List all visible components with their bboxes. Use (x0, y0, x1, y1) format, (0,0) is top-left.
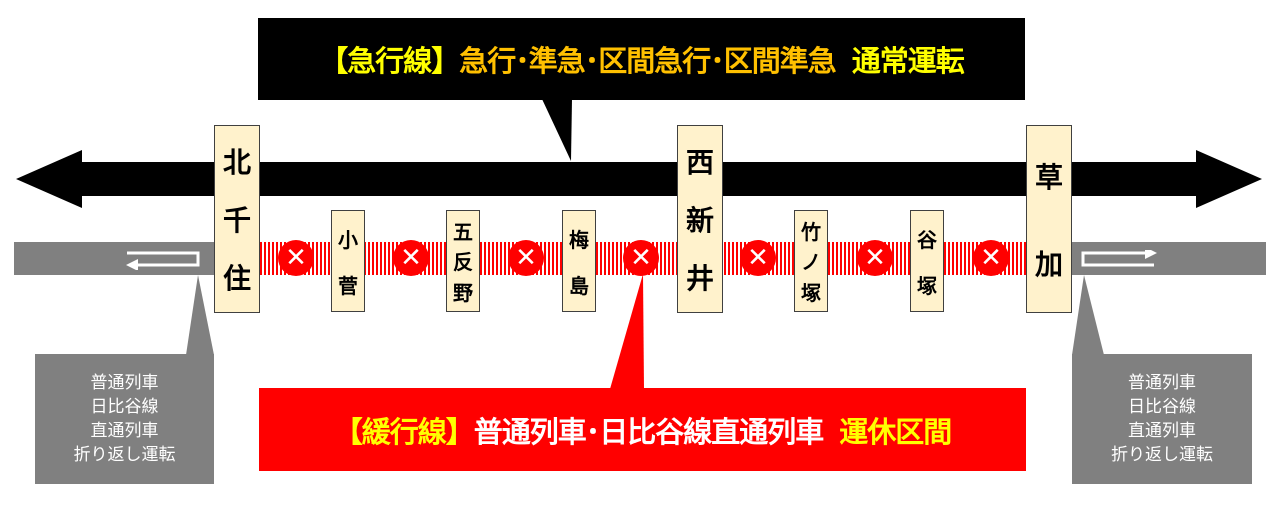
station-gotanno: 五 反 野 (446, 210, 480, 312)
station-yatsuka: 谷 塚 (910, 210, 944, 312)
express-line-label: 【急行線】 (319, 44, 460, 78)
station-soka: 草 加 (1026, 125, 1072, 313)
left-note-pointer (186, 275, 214, 355)
right-turnback-arrow-icon (1081, 250, 1157, 267)
left-turnback-segment (14, 242, 214, 275)
left-turnback-arrow-icon (126, 251, 200, 270)
station-umejima: 梅 島 (562, 210, 596, 312)
x-circle-icon: ✕ (393, 240, 429, 276)
station-kitasenju: 北 千 住 (214, 125, 260, 313)
right-note-pointer (1072, 275, 1104, 355)
local-line-callout: 【緩行線】 普通列車･日比谷線直通列車 運休区間 (259, 388, 1026, 471)
express-line-arrow (16, 150, 1262, 208)
express-callout-pointer (542, 99, 572, 161)
express-services: 急行･準急･区間急行･区間準急 (459, 44, 837, 78)
express-status: 通常運転 (851, 44, 965, 78)
express-line-callout: 【急行線】 急行･準急･区間急行･区間準急 通常運転 (258, 18, 1025, 100)
right-turnback-note: 普通列車 日比谷線 直通列車 折り返し運転 (1072, 354, 1252, 484)
x-circle-icon: ✕ (973, 240, 1009, 276)
left-turnback-note: 普通列車 日比谷線 直通列車 折り返し運転 (35, 354, 214, 484)
station-kosuge: 小 菅 (331, 210, 365, 312)
x-circle-icon: ✕ (508, 240, 544, 276)
local-status: 運休区間 (839, 414, 952, 449)
station-takenotsuka: 竹 ノ 塚 (794, 210, 828, 312)
x-circle-icon: ✕ (740, 240, 776, 276)
station-nishiarai: 西 新 井 (677, 125, 723, 313)
local-services: 普通列車･日比谷線直通列車 (473, 414, 825, 449)
x-circle-icon: ✕ (623, 240, 659, 276)
x-circle-icon: ✕ (857, 240, 893, 276)
local-line-label: 【緩行線】 (333, 414, 475, 449)
local-callout-pointer (610, 274, 644, 389)
x-circle-icon: ✕ (278, 240, 314, 276)
right-turnback-segment (1072, 242, 1266, 275)
